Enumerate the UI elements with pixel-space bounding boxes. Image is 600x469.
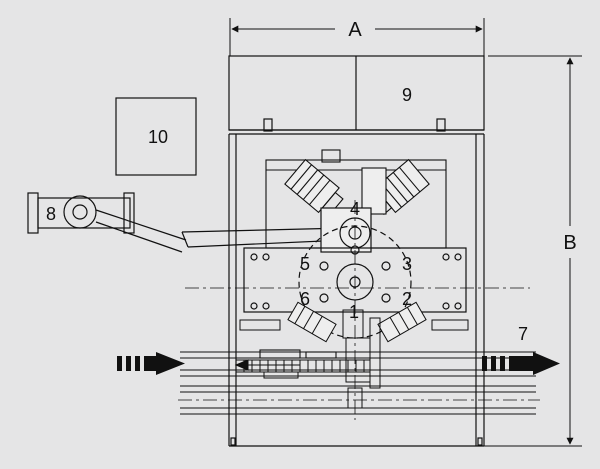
- inbound-flow-arrow: [117, 352, 185, 375]
- callout-5: 5: [300, 254, 310, 274]
- machine-frame: [228, 134, 485, 447]
- callout-7: 7: [518, 324, 528, 344]
- rotary-head: [320, 207, 372, 253]
- dimension-a-label: A: [348, 19, 362, 41]
- conveyor: [178, 349, 540, 415]
- callout-10: 10: [148, 127, 168, 147]
- outbound-flow-arrow: [482, 352, 560, 375]
- callout-1: 1: [349, 302, 359, 322]
- callout-2: 2: [402, 289, 412, 309]
- conveyor-chain: [235, 359, 371, 379]
- callout-4: 4: [350, 199, 360, 219]
- callout-8: 8: [46, 204, 56, 224]
- callout-6: 6: [300, 289, 310, 309]
- feeder-unit: [27, 192, 347, 253]
- callout-9: 9: [402, 85, 412, 105]
- dimension-b: [484, 55, 582, 447]
- dimension-a: [229, 18, 485, 56]
- control-cabinet: [115, 97, 197, 176]
- dimension-b-label: B: [563, 232, 576, 254]
- motor-housing: [265, 149, 447, 249]
- callout-3: 3: [402, 254, 412, 274]
- internal-flow-arrow: [234, 359, 300, 371]
- hopper-enclosure: [228, 55, 485, 135]
